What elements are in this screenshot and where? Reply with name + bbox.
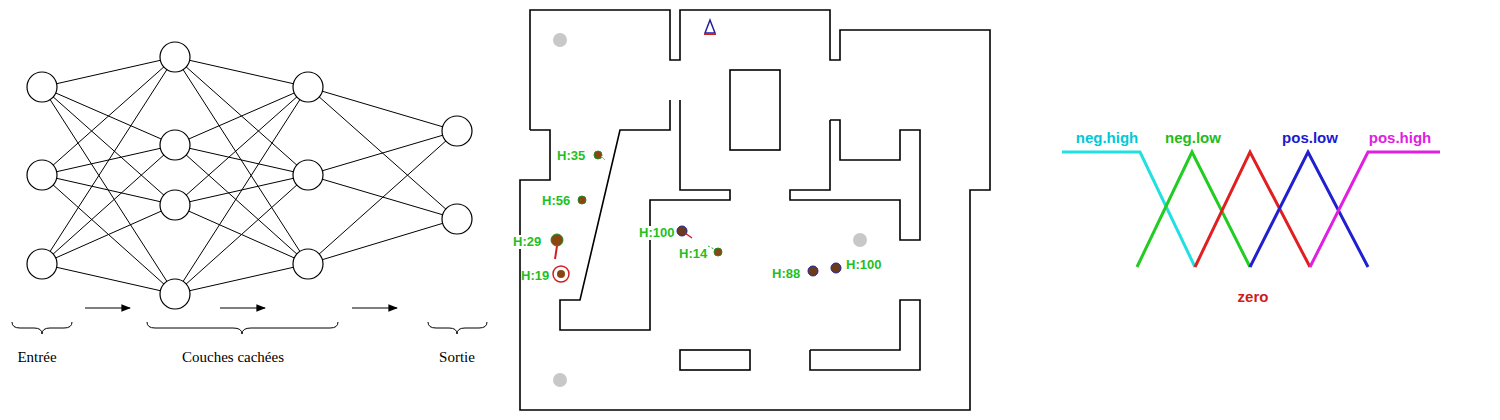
synapse (308, 131, 457, 175)
synapse (42, 175, 175, 205)
membership-curve (1310, 152, 1440, 267)
synapse (42, 87, 175, 294)
synapse (308, 87, 457, 219)
synapse (42, 145, 175, 264)
health-label: H:100 (846, 258, 881, 272)
neuron (442, 204, 472, 234)
neuron (160, 190, 190, 220)
wall (520, 10, 990, 410)
wall (730, 70, 780, 150)
synapse (42, 87, 175, 205)
brace (428, 322, 487, 334)
neuron (160, 279, 190, 309)
health-label: H:35 (557, 149, 585, 163)
agent (714, 248, 722, 256)
synapse (175, 87, 308, 205)
synapse (42, 57, 175, 87)
health-label: H:14 (679, 247, 707, 261)
braces (12, 322, 487, 334)
wall (790, 120, 920, 240)
target-ring (553, 266, 569, 282)
health-label: H:56 (542, 194, 570, 208)
synapse (175, 57, 308, 175)
agent (831, 263, 841, 273)
synapse (308, 219, 457, 264)
agent-aim (601, 156, 605, 160)
agent-aim (555, 246, 557, 259)
synapse (175, 57, 308, 87)
neuron (160, 130, 190, 160)
membership-functions (1062, 152, 1440, 267)
fuzzy-set-label: zero (1238, 289, 1269, 306)
agent (551, 234, 563, 246)
fuzzy-set-label: pos.low (1282, 130, 1338, 147)
neuron (27, 249, 57, 279)
neuron (27, 72, 57, 102)
neuron (27, 160, 57, 190)
synapse (42, 264, 175, 294)
spawn-points (553, 33, 867, 387)
synapse (175, 264, 308, 294)
ship (704, 33, 716, 35)
health-label: H:88 (772, 267, 800, 281)
wall (680, 350, 750, 370)
player-ship (704, 20, 716, 34)
agent (578, 196, 586, 204)
layer-label: Sortie (439, 349, 475, 366)
spawn-point (853, 233, 867, 247)
membership-curve (1250, 152, 1368, 267)
agent (677, 226, 687, 236)
agent-aim (708, 246, 714, 249)
synapse (42, 175, 175, 294)
spawn-point (553, 33, 567, 47)
layer-arrows (85, 307, 397, 308)
fuzzy-set-label: pos.high (1369, 130, 1432, 147)
synapse (42, 57, 175, 175)
membership-curve (1195, 152, 1310, 267)
synapse (308, 131, 457, 264)
agent (557, 270, 565, 278)
synapse (175, 145, 308, 264)
membership-curve (1137, 152, 1250, 267)
synapse (175, 175, 308, 294)
layer-label: Couches cachées (182, 349, 284, 366)
neuron (293, 72, 323, 102)
agents (551, 151, 841, 282)
membership-curve (1062, 152, 1195, 267)
ship (705, 20, 715, 33)
fuzzy-set-label: neg.high (1076, 130, 1139, 147)
synapse (42, 57, 175, 264)
spawn-point (553, 373, 567, 387)
flow-arrow (85, 307, 130, 308)
wall (810, 300, 920, 370)
map-walls (520, 10, 990, 410)
synapse (175, 57, 308, 264)
brace (147, 322, 338, 334)
agent (594, 151, 602, 159)
synapse (308, 87, 457, 131)
neuron (293, 249, 323, 279)
health-label: H:100 (639, 226, 674, 240)
neuron (160, 42, 190, 72)
synapse (42, 205, 175, 264)
agent (808, 266, 818, 276)
synapse (175, 145, 308, 175)
flow-arrow (220, 307, 265, 308)
fuzzy-set-label: neg.low (1165, 130, 1221, 147)
synapse (175, 87, 308, 145)
synapse (175, 87, 308, 294)
agent-aim (685, 233, 692, 238)
layer-label: Entrée (17, 349, 56, 366)
neuron (442, 116, 472, 146)
neural-network (27, 42, 472, 309)
flow-arrow (352, 307, 397, 308)
wall (560, 100, 730, 330)
brace (12, 322, 72, 334)
health-label: H:19 (521, 269, 549, 283)
neuron (293, 160, 323, 190)
health-label: H:29 (513, 235, 541, 249)
